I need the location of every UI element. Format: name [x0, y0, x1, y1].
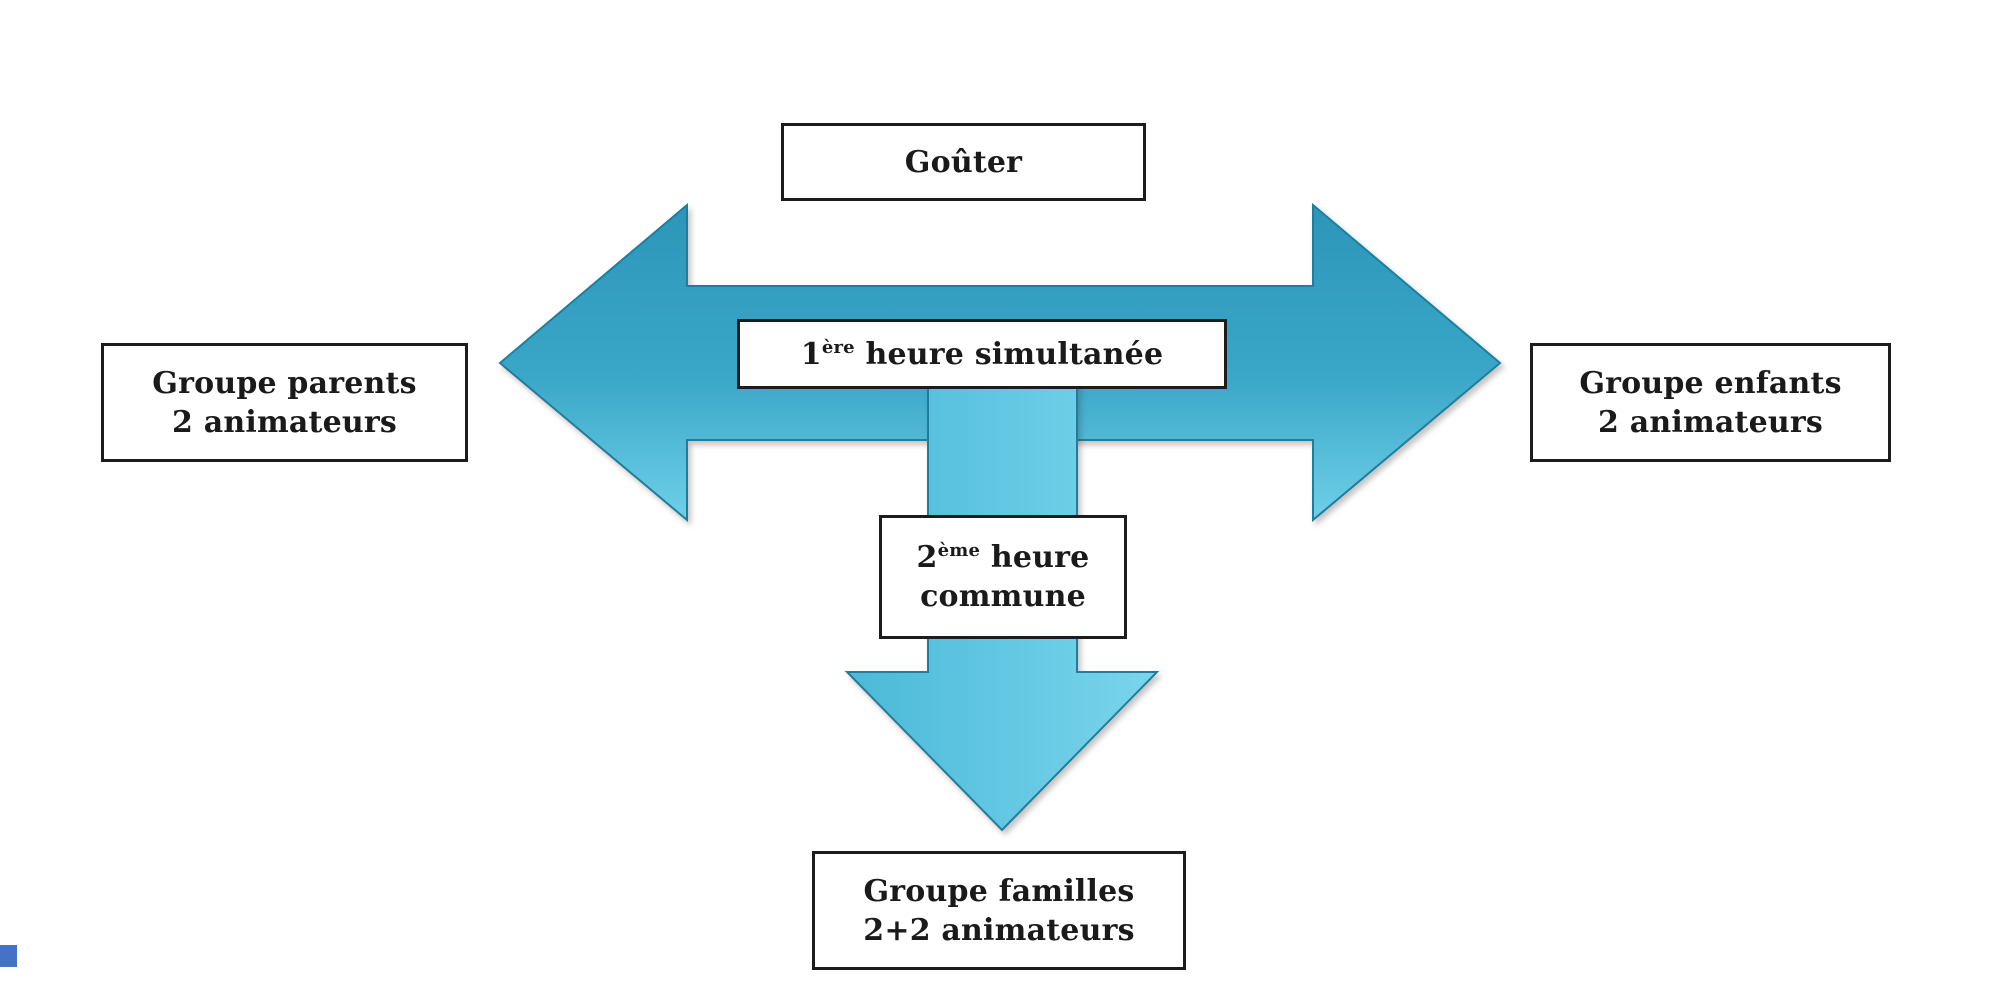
- groupe-parents-line2: 2 animateurs: [172, 404, 397, 440]
- first-hour-box: 1ère heure simultanée: [737, 319, 1227, 389]
- groupe-familles-box: Groupe familles 2+2 animateurs: [812, 851, 1186, 970]
- second-hour-line1: 2ème heure: [916, 540, 1090, 575]
- groupe-familles-line1: Groupe familles: [863, 873, 1135, 909]
- groupe-enfants-box: Groupe enfants 2 animateurs: [1530, 343, 1891, 462]
- gouter-box: Goûter: [781, 123, 1146, 201]
- gouter-label: Goûter: [904, 144, 1023, 180]
- first-hour-label: 1ère heure simultanée: [800, 336, 1164, 372]
- groupe-enfants-line2: 2 animateurs: [1598, 404, 1823, 440]
- corner-blue-square: [0, 945, 17, 967]
- first-hour-superscript: ère: [821, 336, 855, 358]
- groupe-enfants-line1: Groupe enfants: [1579, 365, 1842, 401]
- groupe-parents-box: Groupe parents 2 animateurs: [101, 343, 468, 462]
- second-hour-box: 2ème heure commune: [879, 515, 1127, 639]
- second-hour-superscript: ème: [937, 540, 981, 561]
- second-hour-line2: commune: [920, 579, 1086, 614]
- groupe-familles-line2: 2+2 animateurs: [863, 912, 1135, 948]
- groupe-parents-line1: Groupe parents: [152, 365, 417, 401]
